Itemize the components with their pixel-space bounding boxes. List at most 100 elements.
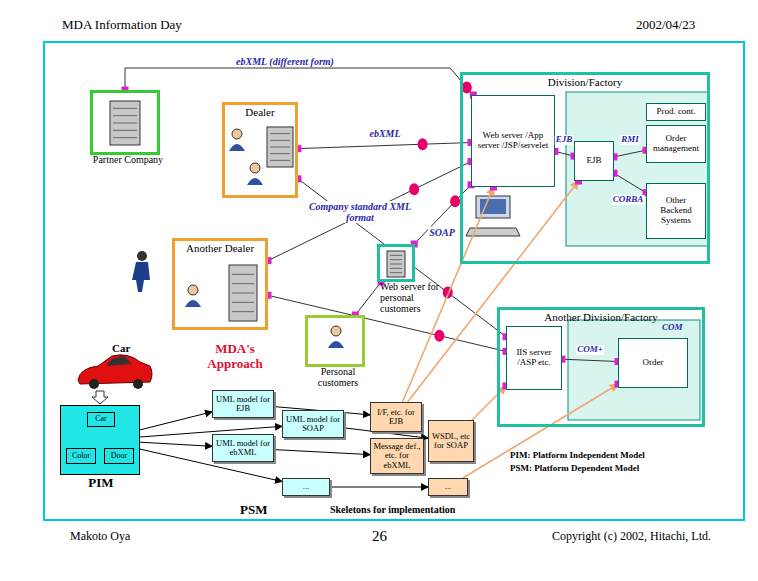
edge-label: COM+ xyxy=(576,345,604,355)
server-slot xyxy=(232,311,254,312)
node-box: Another Dealer xyxy=(172,238,268,330)
connector xyxy=(402,187,493,402)
node-text: Web server for personal customers xyxy=(380,281,448,314)
server-icon xyxy=(110,101,140,145)
message-dot xyxy=(462,81,472,93)
node-text: Car xyxy=(95,415,107,424)
node-text: Web server /App server /JSP/servelet xyxy=(474,131,552,151)
edge-label: ebXML xyxy=(368,128,401,139)
connector xyxy=(562,359,618,361)
person-head xyxy=(232,129,242,139)
node-heading: Another Division/Factory xyxy=(500,311,702,323)
node-caption: Partner Company xyxy=(83,154,173,165)
node-box: UML model for ebXML xyxy=(212,434,274,462)
node-text: Dealer xyxy=(225,106,295,118)
node-box: UML model for EJB xyxy=(212,390,274,418)
text-label: MDA Information Day xyxy=(62,18,182,33)
block-arrow xyxy=(92,391,108,404)
person-head xyxy=(331,326,341,336)
connector xyxy=(298,179,506,337)
message-dot xyxy=(418,138,428,150)
node-box: Dealer xyxy=(222,102,298,198)
computer-icon xyxy=(466,196,520,236)
edge-label: SOAP xyxy=(428,227,456,238)
server-icon xyxy=(229,265,257,321)
node-box: UML model for SOAP xyxy=(282,410,344,438)
server-body xyxy=(110,101,140,145)
server-slot xyxy=(113,137,137,138)
person-icon xyxy=(247,163,263,185)
node-box: Car xyxy=(87,412,115,427)
server-slot xyxy=(232,283,254,284)
text-label: Copyright (c) 2002, Hitachi, Ltd. xyxy=(552,530,711,544)
server-slot xyxy=(390,264,402,265)
node-text: Another Dealer xyxy=(175,242,265,254)
node-caption: Web server for personal customers xyxy=(380,281,448,314)
node-text: ... xyxy=(445,482,451,491)
node-box: PIMCarColorDoor xyxy=(60,405,140,475)
node-text: EJB xyxy=(586,156,601,166)
server-slot xyxy=(113,130,137,131)
server-slot xyxy=(270,160,290,161)
node-box: Door xyxy=(104,448,134,464)
node-text: Prod. cont. xyxy=(656,107,695,117)
person-icon xyxy=(185,285,201,307)
node-box: Partner Company xyxy=(90,90,160,155)
server-slot xyxy=(390,272,402,273)
person-body xyxy=(328,341,344,348)
node-box: Order management xyxy=(646,125,706,163)
connector xyxy=(330,487,428,488)
node-text: WSDL, etc for SOAP xyxy=(430,432,472,451)
text-label: PSM: Platform Dependent Model xyxy=(510,463,639,473)
node-box: I/F, etc. for EJB xyxy=(370,402,422,432)
server-body xyxy=(387,251,405,277)
node-text: Door xyxy=(111,452,127,461)
edge-label: Company standard XML format xyxy=(304,201,416,223)
server-slot xyxy=(232,302,254,303)
server-body xyxy=(267,127,293,167)
server-slot xyxy=(232,274,254,275)
node-text: Partner Company xyxy=(83,154,173,165)
server-slot xyxy=(113,115,137,116)
message-dot xyxy=(450,195,460,207)
node-text: UML model for SOAP xyxy=(284,415,342,434)
edge-label: CORBA xyxy=(612,195,645,205)
connector xyxy=(614,173,646,193)
text-label: Makoto Oya xyxy=(70,530,130,544)
connector xyxy=(355,282,381,315)
server-slot xyxy=(270,147,290,148)
person-icon xyxy=(229,129,245,151)
node-box: Color xyxy=(66,448,96,464)
connector xyxy=(274,450,370,455)
person-head xyxy=(188,285,198,295)
server-body xyxy=(229,265,257,321)
node-caption: Personal customers xyxy=(302,366,374,388)
node-box: Prod. cont. xyxy=(646,103,706,121)
edge-label: ebXML (different form) xyxy=(235,56,335,67)
node-box: WSDL, etc for SOAP xyxy=(428,420,474,462)
connector xyxy=(472,386,506,420)
server-slot xyxy=(113,108,137,109)
text-label: PSM xyxy=(240,503,267,518)
node-text: Order xyxy=(643,358,664,368)
node-text: Division/Factory xyxy=(463,76,707,88)
connector xyxy=(125,68,473,95)
node-box: IIS server /ASP etc. xyxy=(506,326,562,390)
server-slot xyxy=(270,140,290,141)
node-text: Color xyxy=(72,452,90,461)
node-heading: Dealer xyxy=(225,106,295,118)
message-dot xyxy=(434,330,444,342)
node-text: UML model for ebXML xyxy=(214,439,272,458)
node-caption: PIM xyxy=(61,476,141,490)
text-label: Skeletons for implementation xyxy=(330,504,455,516)
connector xyxy=(140,442,212,446)
person-body xyxy=(185,300,201,307)
car-illustration xyxy=(78,355,152,389)
phone-person-icon xyxy=(132,251,150,292)
node-text: Another Division/Factory xyxy=(500,311,702,323)
person-body xyxy=(229,144,245,151)
edge-label: EJB xyxy=(555,135,574,145)
text-label: 26 xyxy=(372,528,387,545)
